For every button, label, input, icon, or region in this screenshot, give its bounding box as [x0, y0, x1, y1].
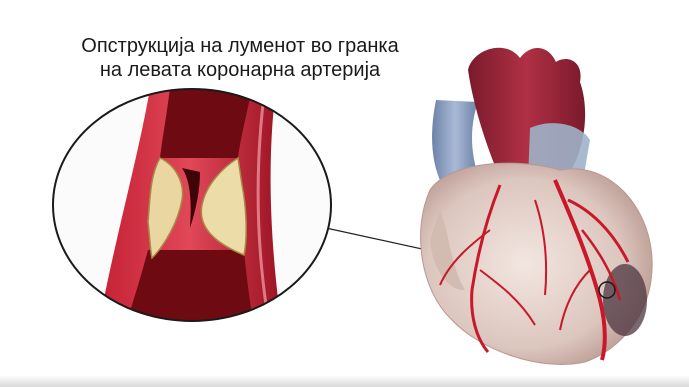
artery-cross-section-icon [53, 88, 331, 330]
heart-illustration-icon [421, 48, 653, 365]
bottom-edge-shadow [0, 375, 689, 387]
